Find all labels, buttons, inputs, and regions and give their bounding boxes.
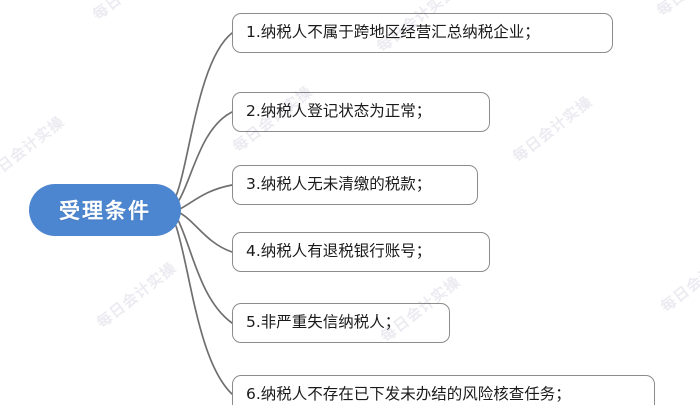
connector-line-2	[177, 111, 233, 203]
branch-node-4[interactable]: 4.纳税人有退税银行账号；	[232, 232, 490, 272]
connector-line-1	[175, 32, 233, 197]
branch-node-1-label: 1.纳税人不属于跨地区经营汇总纳税企业；	[246, 23, 540, 42]
connector-line-4	[179, 212, 233, 253]
connector-line-6	[175, 225, 233, 395]
branch-node-3[interactable]: 3.纳税人无未清缴的税款；	[232, 165, 478, 205]
branch-node-2-label: 2.纳税人登记状态为正常；	[246, 102, 432, 121]
branch-node-6[interactable]: 6.纳税人不存在已下发未办结的风险核查任务；	[232, 375, 655, 405]
branch-node-2[interactable]: 2.纳税人登记状态为正常；	[232, 92, 490, 132]
connector-line-5	[177, 219, 233, 324]
root-node[interactable]: 受理条件	[29, 184, 181, 236]
branch-node-4-label: 4.纳税人有退税银行账号；	[246, 242, 432, 261]
root-node-label: 受理条件	[59, 199, 151, 223]
connector-line-3	[179, 184, 233, 210]
branch-node-1[interactable]: 1.纳税人不属于跨地区经营汇总纳税企业；	[232, 13, 613, 53]
branch-node-3-label: 3.纳税人无未清缴的税款；	[246, 175, 432, 194]
branch-node-5[interactable]: 5.非严重失信纳税人；	[232, 303, 450, 343]
branch-node-5-label: 5.非严重失信纳税人；	[246, 313, 401, 332]
branch-node-6-label: 6.纳税人不存在已下发未办结的风险核查任务；	[246, 385, 571, 404]
